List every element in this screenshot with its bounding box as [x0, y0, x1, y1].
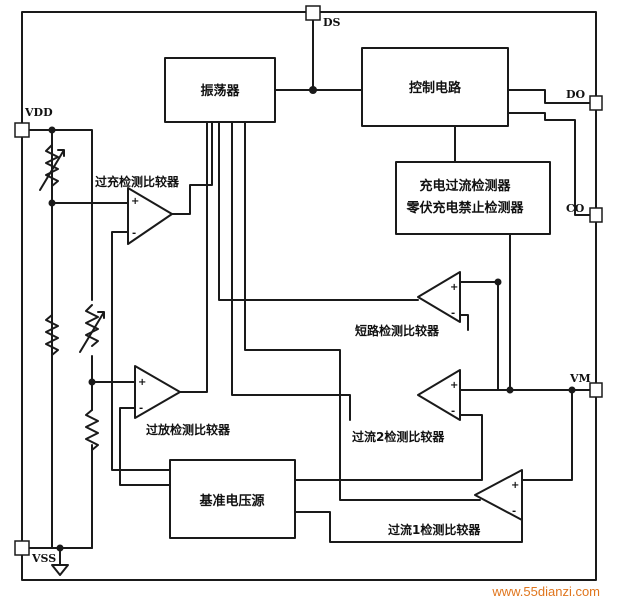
pin-vdd-label: VDD — [24, 106, 53, 119]
oc1-minus: - — [512, 506, 516, 517]
ref-to-oc2 — [459, 314, 469, 331]
junction-ds — [309, 86, 317, 94]
pin-co — [589, 207, 603, 223]
variable-resistor-2-arrow — [79, 311, 105, 353]
charge-detector-label-1: 充电过流检测器 — [419, 178, 511, 194]
pin-co-label: CO — [566, 202, 585, 215]
control-label: 控制电路 — [409, 80, 462, 96]
variable-resistor-1-arrow — [39, 149, 65, 191]
overcharge-minus: - — [132, 228, 136, 239]
pin-vss-label: VSS — [31, 552, 56, 565]
osc-bus-2 — [231, 121, 351, 421]
junction-vm-2 — [568, 386, 576, 394]
pin-ds-label: DS — [323, 16, 341, 29]
ds-wire — [274, 13, 363, 91]
variable-resistor-1 — [45, 144, 59, 187]
osc-bus-1 — [218, 121, 419, 301]
pin-ds — [305, 5, 321, 21]
pin-do — [589, 95, 603, 111]
overcharge-comparator — [127, 187, 173, 245]
ref-to-short — [294, 414, 483, 481]
junction-short — [494, 278, 502, 286]
pin-vm-label: VM — [569, 372, 591, 385]
pin-do-label: DO — [566, 88, 586, 101]
reference-label: 基准电压源 — [198, 493, 264, 509]
short-minus: - — [451, 308, 455, 319]
overdischarge-minus-wire — [119, 407, 171, 486]
reference-box — [169, 459, 296, 539]
oc1-comparator — [474, 469, 523, 521]
osc-bus-3 — [244, 121, 481, 501]
overdischarge-comparator — [134, 365, 181, 419]
oc2-plus: + — [450, 380, 458, 391]
short-plus: + — [450, 282, 458, 293]
pin-vss — [14, 540, 30, 556]
overdischarge-out — [179, 121, 208, 393]
oscillator-label: 振荡器 — [200, 83, 240, 99]
charge-detector-box — [395, 161, 551, 235]
oc2-comparator — [417, 369, 461, 421]
resistor-lower — [85, 409, 99, 549]
oc2-minus: - — [451, 406, 455, 417]
overdischarge-label: 过放检测比较器 — [146, 422, 231, 437]
watermark: www.55dianzi.com — [491, 584, 600, 599]
junction-vdd — [48, 126, 56, 134]
oc1-label: 过流1检测比较器 — [388, 522, 481, 537]
vdd-rail — [27, 129, 93, 549]
junction-overdischarge — [88, 378, 96, 386]
overdischarge-plus: + — [138, 377, 146, 388]
junction-vss — [56, 544, 64, 552]
co-wire — [507, 112, 593, 216]
junction-vm-1 — [506, 386, 514, 394]
short-comparator — [417, 271, 461, 323]
pin-vdd — [14, 122, 30, 138]
do-wire — [507, 89, 593, 104]
pin-vm — [589, 382, 603, 398]
oc1-ref-wire — [294, 511, 523, 543]
oc2-label: 过流2检测比较器 — [352, 429, 445, 444]
resistor-left — [45, 314, 59, 356]
overcharge-plus: + — [131, 196, 139, 207]
ground-symbol — [51, 564, 69, 576]
overcharge-out — [171, 121, 213, 215]
oc1-plus: + — [511, 480, 519, 491]
overcharge-minus-wire — [111, 231, 171, 471]
overdischarge-minus: - — [139, 403, 143, 414]
overcharge-divider-wire — [51, 197, 129, 204]
divider-mid-wire — [91, 355, 136, 411]
short-label: 短路检测比较器 — [355, 323, 440, 338]
control-box — [361, 47, 509, 127]
junction-overcharge — [48, 199, 56, 207]
short-in-wire — [459, 281, 499, 391]
variable-resistor-2 — [85, 304, 99, 347]
oc1-in-wire — [521, 389, 573, 481]
charge-detector-label-2: 零伏充电禁止检测器 — [405, 200, 524, 216]
overcharge-label: 过充检测比较器 — [95, 174, 180, 189]
